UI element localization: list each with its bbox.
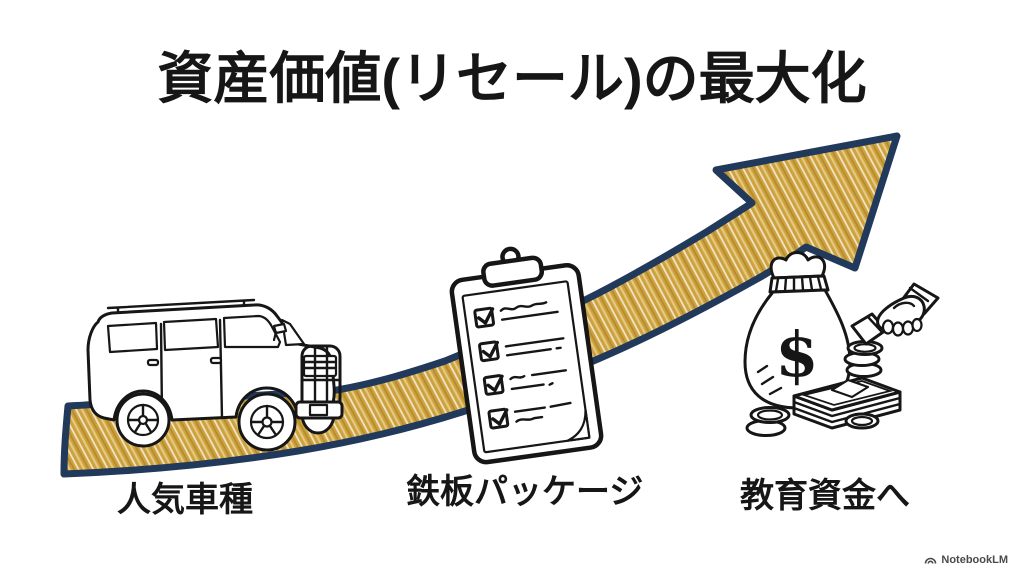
- watermark: NotebookLM: [924, 553, 1008, 566]
- stage-label-standard-package: 鉄板パッケージ: [406, 473, 644, 511]
- suv-car-icon: [86, 298, 344, 452]
- stage-label-popular-model: 人気車種: [117, 481, 253, 519]
- banknote-stack-icon: [792, 376, 902, 430]
- checklist-clipboard-icon: [449, 246, 604, 465]
- stage-label-education-funds: 教育資金へ: [740, 477, 910, 515]
- notebooklm-logo-icon: [925, 557, 937, 564]
- coin-stack-icon: [745, 340, 884, 437]
- dollar-sign: $: [775, 318, 818, 391]
- handshake-icon: [850, 282, 940, 346]
- watermark-brand: NotebookLM: [941, 553, 1008, 566]
- money-bag-icon: $: [743, 251, 852, 410]
- diagram-title: 資産価値(リセール)の最大化: [157, 47, 867, 110]
